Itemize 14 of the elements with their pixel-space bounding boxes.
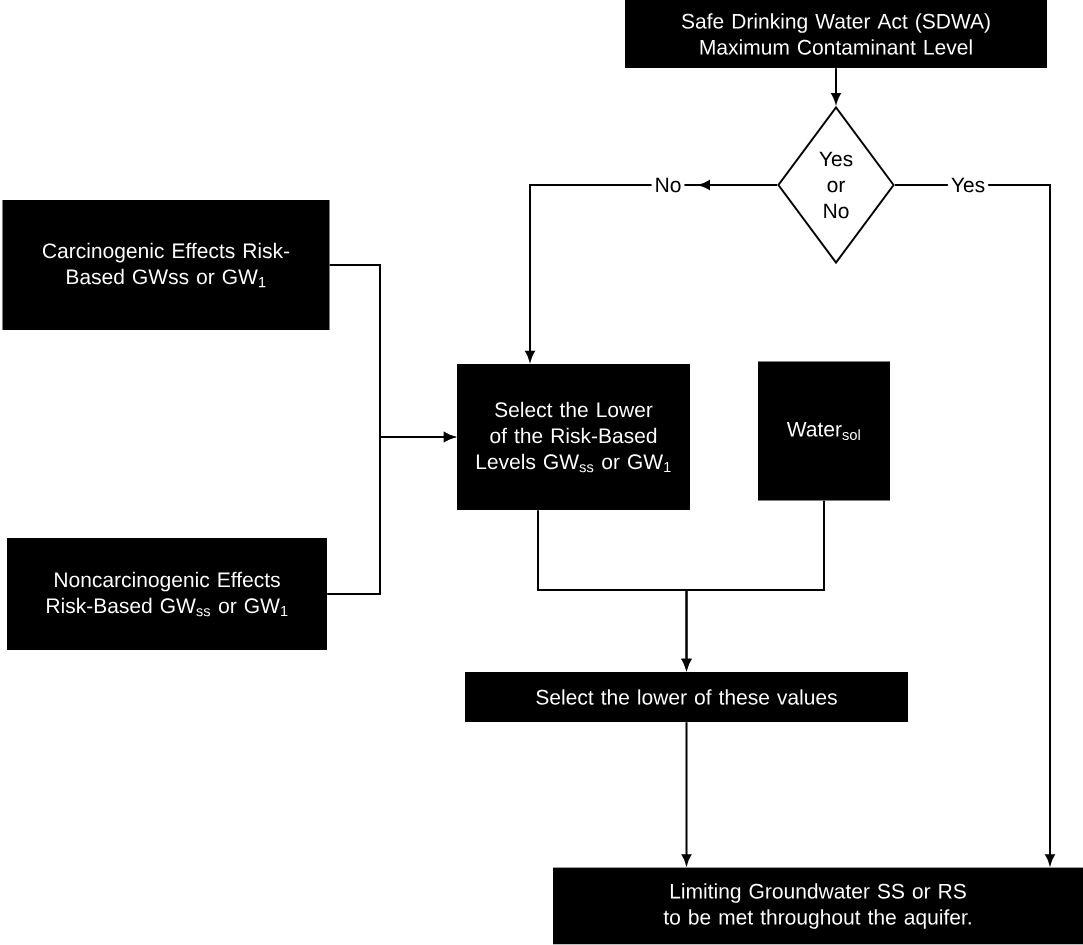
arrow [326, 432, 455, 595]
arrow [831, 67, 841, 104]
process-box: Water$_{sol}$ [758, 361, 890, 501]
arrow [681, 499, 825, 670]
arrow [681, 721, 692, 865]
edge-label: Yes [947, 174, 989, 196]
arrow [525, 180, 778, 362]
process-box: Limiting Groundwater SS or RS to be met throughout the aquifer. [553, 867, 1083, 945]
process-box: Safe Drinking Water Act (SDWA) Maximum Contaminant Level [625, 0, 1047, 68]
process-box: Select the lower of these values [465, 672, 908, 722]
edge-label: No [651, 174, 685, 196]
process-box: Carcinogenic Effects Risk-Based GWss or GW$_{1}$ [2, 200, 330, 330]
process-box: Noncarcinogenic Effects Risk-Based GW$_{ss}$ or GW$_{1}$ [7, 538, 327, 650]
process-box: Select the Lower of the Risk-Based Levels GW$_{ss}$ or GW$_{1}$ [457, 364, 690, 510]
